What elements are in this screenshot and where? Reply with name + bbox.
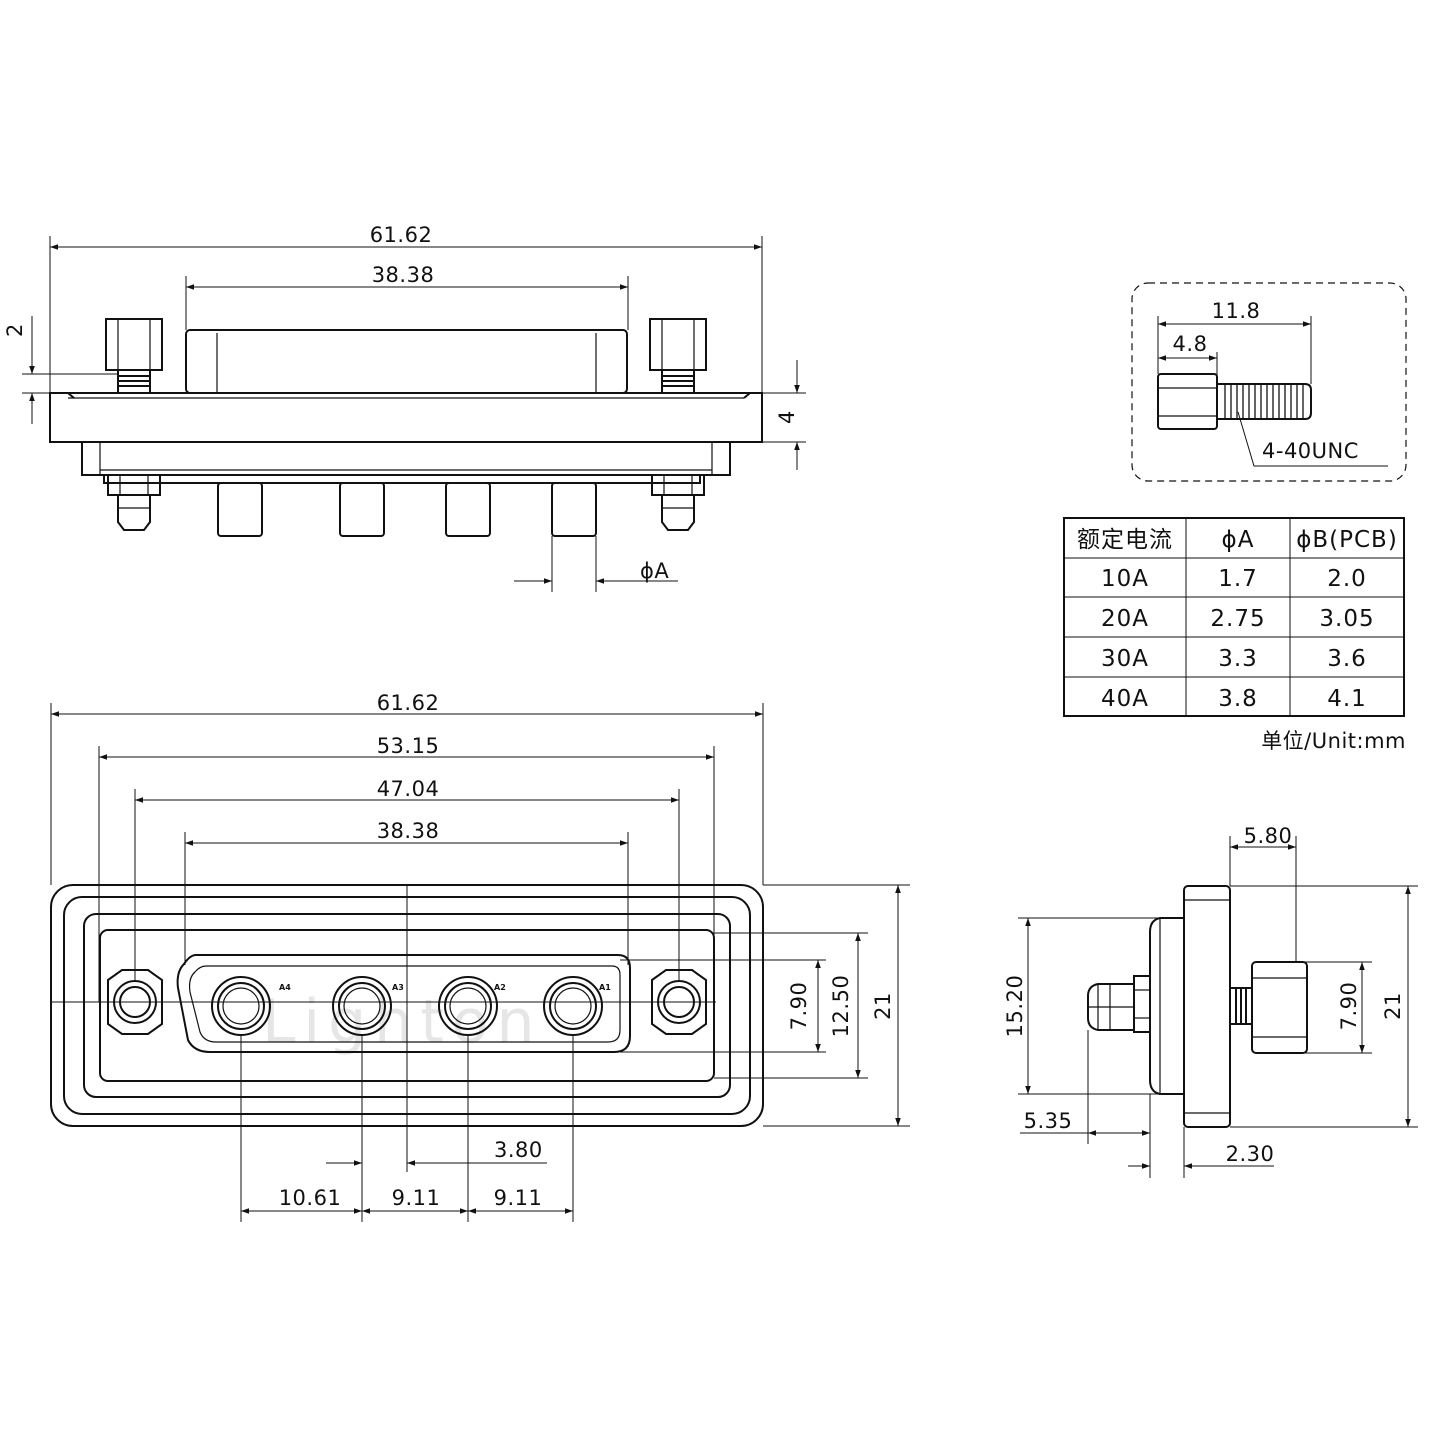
current-table: 额定电流 ϕA ϕB(PCB) 10A 1.7 2.0 20A 2.75 3.0… bbox=[1063, 517, 1406, 753]
table-cell: 20A bbox=[1101, 606, 1149, 632]
table-header-phi-b: ϕB(PCB) bbox=[1296, 527, 1398, 553]
dim-front-shell-height: 7.90 bbox=[787, 982, 811, 1031]
pin-tail-a3 bbox=[339, 482, 385, 537]
table-cell: 40A bbox=[1101, 686, 1149, 712]
dim-top-thread-gap: 2 bbox=[3, 323, 27, 337]
table-cell: 1.7 bbox=[1218, 566, 1258, 592]
table-cell: 3.6 bbox=[1327, 646, 1367, 672]
side-front-nut bbox=[1251, 961, 1308, 1054]
dim-screw-length: 11.8 bbox=[1212, 299, 1261, 323]
dim-front-shell-width: 38.38 bbox=[377, 819, 440, 843]
dim-top-overall-width: 61.62 bbox=[370, 223, 433, 247]
front-view: Lighton A4 A3 A2 A1 bbox=[50, 691, 910, 1222]
table-cell: 2.0 bbox=[1327, 566, 1367, 592]
screw-thread bbox=[1217, 383, 1312, 420]
table-cell: 2.75 bbox=[1210, 606, 1265, 632]
pin-label-a3: A3 bbox=[392, 983, 404, 992]
pin-tail-a4 bbox=[217, 482, 263, 537]
dim-front-mounting-spacing: 47.04 bbox=[377, 777, 440, 801]
pin-tail-a2 bbox=[445, 482, 491, 537]
side-flange bbox=[1183, 885, 1231, 1128]
table-cell: 3.05 bbox=[1319, 606, 1374, 632]
side-view: 5.80 15.20 7.90 21 5.35 2.30 bbox=[1003, 824, 1418, 1178]
left-jackscrew bbox=[105, 318, 163, 394]
dim-top-shell-width: 38.38 bbox=[372, 263, 435, 287]
right-jackscrew bbox=[649, 318, 707, 394]
dim-front-outer-spacing: 53.15 bbox=[377, 734, 440, 758]
dim-front-overall-height: 21 bbox=[871, 992, 895, 1020]
dim-side-flange-thickness: 2.30 bbox=[1226, 1142, 1275, 1166]
table-cell: 10A bbox=[1101, 566, 1149, 592]
pin-label-a4: A4 bbox=[279, 983, 291, 992]
screw-head bbox=[1157, 373, 1218, 430]
screw-detail: 11.8 4.8 4-40UNC bbox=[1131, 282, 1407, 482]
dim-side-panel-height: 15.20 bbox=[1003, 975, 1027, 1038]
contact-a4 bbox=[211, 976, 271, 1036]
table-header-phi-a: ϕA bbox=[1222, 527, 1255, 553]
dim-front-center-offset: 3.80 bbox=[494, 1138, 543, 1162]
table-header-current: 额定电流 bbox=[1077, 527, 1173, 553]
dim-side-shell-height: 7.90 bbox=[1337, 982, 1361, 1031]
dim-top-pin-diameter: ϕA bbox=[640, 559, 669, 583]
dim-pin-pitch-1: 10.61 bbox=[279, 1186, 342, 1210]
dim-side-flange-depth: 5.80 bbox=[1244, 824, 1293, 848]
right-standoff bbox=[651, 474, 705, 531]
left-standoff bbox=[107, 474, 161, 531]
top-shell bbox=[185, 329, 628, 394]
pin-label-a2: A2 bbox=[494, 983, 506, 992]
top-view: 61.62 38.38 2 4 ϕA bbox=[3, 223, 806, 592]
contact-a1 bbox=[543, 976, 603, 1036]
table-cell: 4.1 bbox=[1327, 686, 1367, 712]
table-cell: 3.3 bbox=[1218, 646, 1258, 672]
table-cell: 3.8 bbox=[1218, 686, 1258, 712]
watermark: Lighton bbox=[262, 987, 542, 1057]
pin-label-a1: A1 bbox=[599, 983, 611, 992]
top-flange bbox=[49, 392, 763, 443]
dim-pin-pitch-2: 9.11 bbox=[392, 1186, 441, 1210]
side-rear-body bbox=[1149, 917, 1184, 1095]
dim-top-flange-thickness: 4 bbox=[775, 410, 799, 424]
dim-screw-head-length: 4.8 bbox=[1173, 332, 1208, 356]
pin-tail-a1 bbox=[551, 482, 597, 537]
dim-side-overall-height: 21 bbox=[1381, 992, 1405, 1020]
table-cell: 30A bbox=[1101, 646, 1149, 672]
dim-front-overall-width: 61.62 bbox=[377, 691, 440, 715]
dim-front-inner-height: 12.50 bbox=[829, 975, 853, 1038]
unit-note: 单位/Unit:mm bbox=[1261, 729, 1406, 753]
dim-pin-pitch-3: 9.11 bbox=[494, 1186, 543, 1210]
dim-side-rear-offset: 5.35 bbox=[1024, 1109, 1073, 1133]
label-thread-spec: 4-40UNC bbox=[1262, 439, 1359, 463]
d-shell-outer bbox=[176, 954, 631, 1053]
